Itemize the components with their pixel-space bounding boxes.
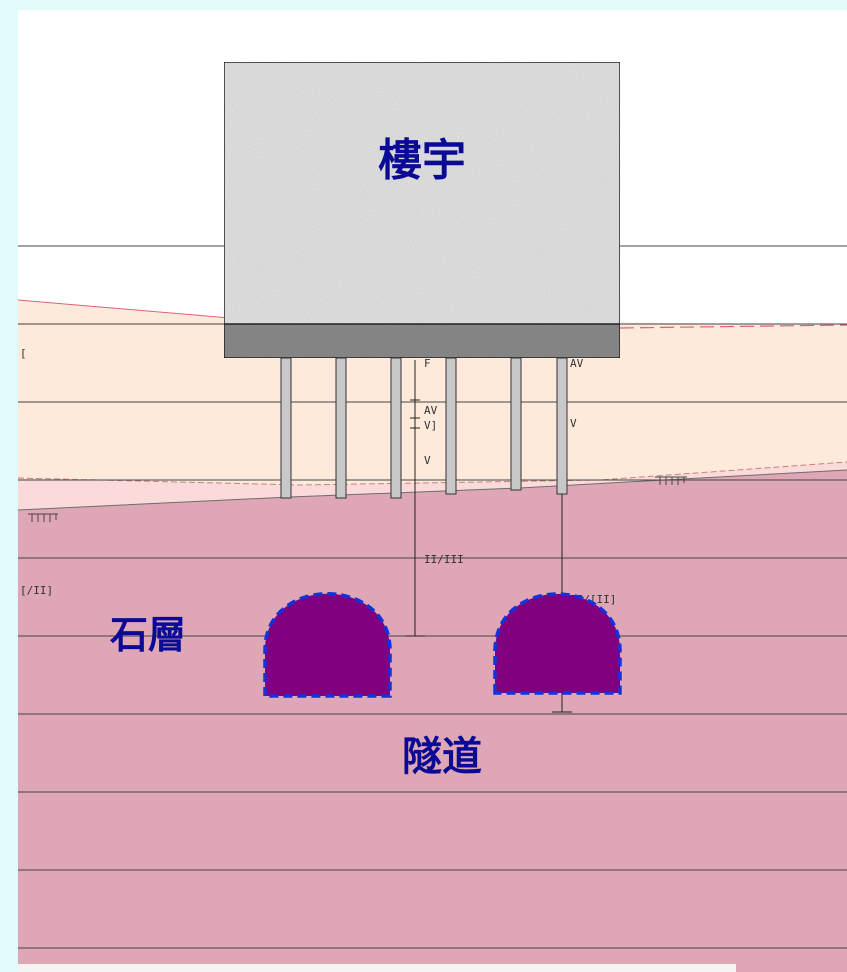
pile-3 [390, 357, 402, 499]
mark-f: F [424, 357, 431, 370]
pile-cap-foundation [223, 323, 621, 359]
mark-v-left: V [424, 454, 431, 467]
mark-av: AV [424, 404, 438, 417]
pile-5 [510, 357, 522, 491]
building [223, 61, 621, 325]
tunnel-left [263, 592, 392, 698]
mark-ii-iii: II/III [424, 553, 464, 566]
bottom-strip [18, 964, 736, 972]
pile-4 [445, 357, 457, 495]
building-label: 樓宇 [378, 135, 466, 186]
pile-1 [280, 357, 292, 499]
ground-line-right [619, 324, 847, 329]
ground-line-left [17, 299, 231, 319]
tunnel-right [493, 592, 622, 695]
mark-av-top: AV [570, 357, 584, 370]
pile-6 [556, 357, 568, 495]
mark-bracket: [ [20, 347, 27, 360]
mark-ii-left: [/II] [20, 584, 53, 597]
vegetation-symbols [28, 476, 687, 522]
rock-layer [18, 470, 847, 972]
mark-v-right: V [570, 417, 577, 430]
mark-v-bracket: V] [424, 419, 437, 432]
rock-layer-label: 石層 [110, 613, 186, 657]
tunnel-label: 隧道 [402, 734, 482, 780]
pile-2 [335, 357, 347, 499]
